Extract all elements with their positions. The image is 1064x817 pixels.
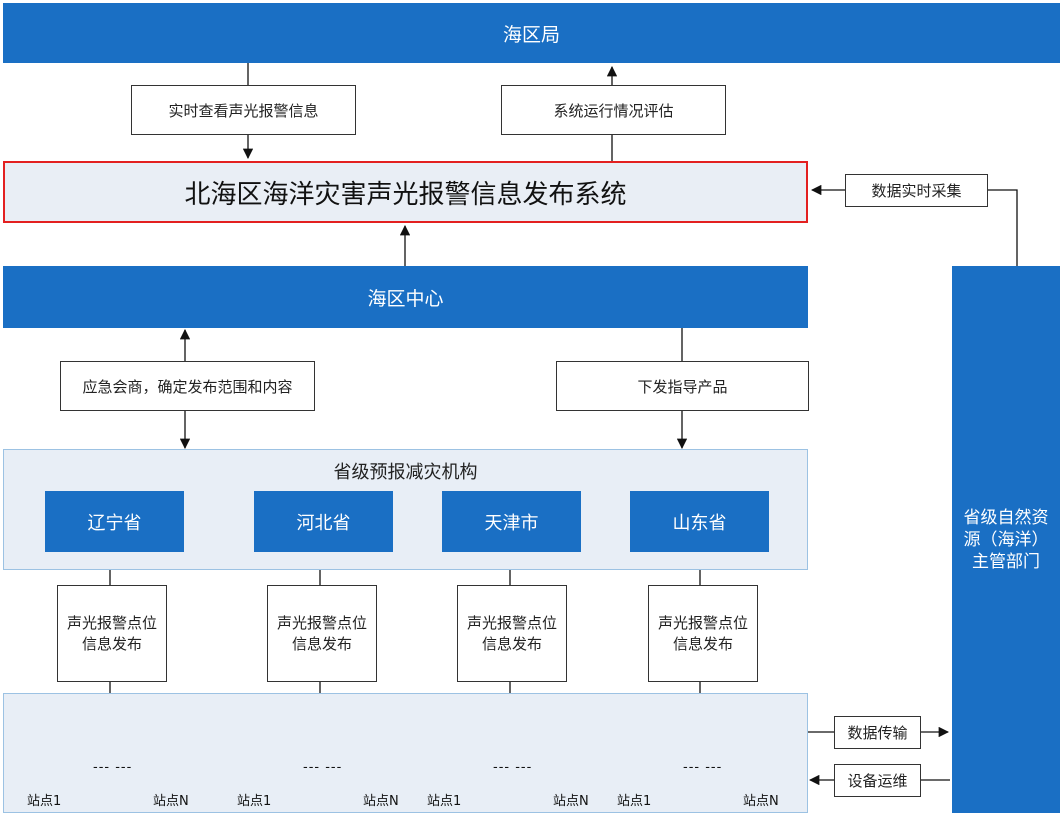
station-first-label: 站点1 <box>27 794 62 809</box>
station-ellipsis: --- --- <box>493 760 533 775</box>
sea-bureau-bar: 海区局 <box>3 3 1060 63</box>
guidance-label: 下发指导产品 <box>637 377 728 396</box>
maintenance-label-box: 设备运维 <box>834 764 921 797</box>
data-collect-label-box: 数据实时采集 <box>845 174 988 207</box>
sea-bureau-label: 海区局 <box>502 23 560 46</box>
publish-label: 声光报警点位信息发布 <box>276 613 367 653</box>
publish-box-shandong: 声光报警点位信息发布 <box>648 585 758 682</box>
publish-box-liaoning: 声光报警点位信息发布 <box>57 585 167 682</box>
province-label: 河北省 <box>296 512 351 534</box>
station-first-label: 站点1 <box>427 794 462 809</box>
station-first-label: 站点1 <box>617 794 652 809</box>
realtime-view-label-box: 实时查看声光报警信息 <box>131 85 356 135</box>
publish-box-tianjin: 声光报警点位信息发布 <box>457 585 567 682</box>
publish-label: 声光报警点位信息发布 <box>66 613 157 653</box>
sea-center-label: 海区中心 <box>367 287 444 310</box>
province-label: 天津市 <box>484 512 539 534</box>
consult-label: 应急会商，确定发布范围和内容 <box>82 377 293 396</box>
station-panel <box>3 693 808 813</box>
data-transfer-label-box: 数据传输 <box>834 716 921 749</box>
data-transfer-label: 数据传输 <box>847 724 908 742</box>
publish-box-hebei: 声光报警点位信息发布 <box>267 585 377 682</box>
province-label: 山东省 <box>672 512 727 534</box>
publish-label: 声光报警点位信息发布 <box>657 613 748 653</box>
province-shandong: 山东省 <box>630 491 769 552</box>
station-last-label: 站点N <box>743 794 779 809</box>
station-last-label: 站点N <box>363 794 399 809</box>
consult-label-box: 应急会商，确定发布范围和内容 <box>60 361 315 411</box>
station-last-label: 站点N <box>153 794 189 809</box>
sea-center-bar: 海区中心 <box>3 266 808 328</box>
maintenance-label: 设备运维 <box>847 772 908 790</box>
publish-label: 声光报警点位信息发布 <box>466 613 557 653</box>
provincial-dept-bar: 省级自然资源（海洋）主管部门 <box>952 266 1060 813</box>
realtime-view-label: 实时查看声光报警信息 <box>168 101 319 120</box>
station-ellipsis: --- --- <box>303 760 343 775</box>
province-liaoning: 辽宁省 <box>45 491 184 552</box>
system-eval-label-box: 系统运行情况评估 <box>501 85 726 135</box>
province-label: 辽宁省 <box>87 512 142 534</box>
provincial-dept-label: 省级自然资源（海洋）主管部门 <box>963 507 1049 572</box>
system-title-box: 北海区海洋灾害声光报警信息发布系统 <box>3 161 808 223</box>
system-eval-label: 系统运行情况评估 <box>553 101 674 120</box>
station-first-label: 站点1 <box>237 794 272 809</box>
guidance-label-box: 下发指导产品 <box>556 361 809 411</box>
station-ellipsis: --- --- <box>683 760 723 775</box>
station-last-label: 站点N <box>553 794 589 809</box>
data-collect-label: 数据实时采集 <box>871 182 962 200</box>
provincial-org-label: 省级预报减灾机构 <box>333 462 478 483</box>
province-tianjin: 天津市 <box>442 491 581 552</box>
system-title: 北海区海洋灾害声光报警信息发布系统 <box>184 179 627 210</box>
station-ellipsis: --- --- <box>93 760 133 775</box>
province-hebei: 河北省 <box>254 491 393 552</box>
